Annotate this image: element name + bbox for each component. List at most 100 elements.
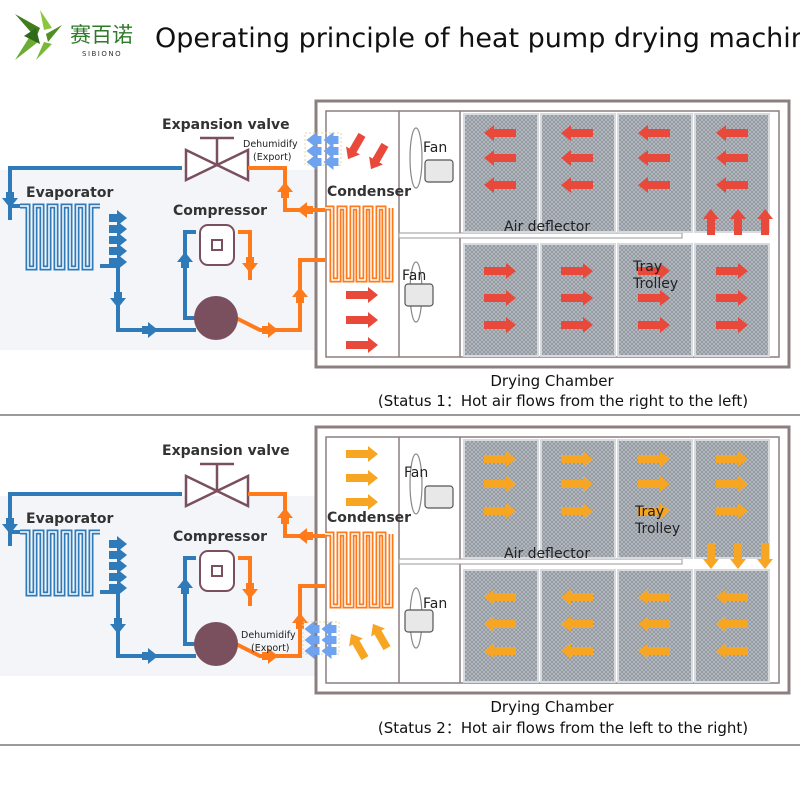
fan-blade-icon [409, 453, 423, 515]
flow-arrow-icon [242, 257, 258, 273]
compressor-pump-icon [194, 296, 238, 340]
cold-air-arrow-icon [109, 243, 127, 259]
airflow-arrow-icon [757, 209, 773, 235]
dehumidify-arrow-icon [306, 143, 322, 159]
circuit-background [0, 170, 318, 350]
airflow-arrow-icon [716, 125, 748, 141]
compressor-icon [199, 224, 235, 266]
airflow-arrow-icon [346, 494, 378, 510]
status-caption: (Status 2：Hot air flows from the left to… [378, 719, 748, 737]
airflow-arrow-icon [484, 643, 516, 659]
dehumidify-arrow-icon [321, 643, 337, 659]
export-label: (Export) [253, 152, 292, 163]
airflow-arrow-icon [561, 317, 593, 333]
expansion-valve-label: Expansion valve [162, 443, 290, 459]
airflow-arrow-icon [484, 290, 516, 306]
cold-air-arrow-icon [109, 569, 127, 585]
flow-arrow-icon [2, 518, 18, 534]
dehumidify-arrow-icon [304, 632, 320, 648]
airflow-arrow-icon [716, 290, 748, 306]
airflow-arrow-icon [703, 209, 719, 235]
compressor-label: Compressor [173, 203, 267, 219]
fan-motor-icon [424, 159, 454, 183]
compressor-icon [199, 550, 235, 592]
logo-text: 赛百诺 [70, 23, 133, 47]
flow-arrow-icon [297, 202, 313, 218]
airflow-arrow-icon [561, 503, 593, 519]
airflow-arrow-icon [561, 177, 593, 193]
tray-label: Tray [632, 259, 662, 275]
flow-arrow-icon [110, 292, 126, 308]
drying-chamber-label: Drying Chamber [490, 698, 614, 716]
dehumidify-arrow-icon [304, 621, 320, 637]
dehumidify-zone [302, 621, 340, 655]
airflow-arrow-icon [638, 616, 670, 632]
cold-air-arrow-icon [109, 547, 127, 563]
airflow-arrow-icon [716, 263, 748, 279]
tray-label: Tray [634, 504, 664, 520]
dehumidify-arrow-icon [323, 143, 339, 159]
dehumidify-arrow-icon [321, 621, 337, 637]
cold-air-arrow-icon [109, 232, 127, 248]
flow-arrow-icon [292, 613, 308, 629]
fan-motor-icon [404, 283, 434, 307]
logo: 赛百诺 SIBIONO [15, 10, 133, 60]
airflow-arrow-icon [638, 290, 670, 306]
expansion-valve-icon [184, 136, 250, 182]
dehumidify-arrow-icon [306, 132, 322, 148]
air-deflector-label: Air deflector [504, 219, 590, 235]
fan-bottom-label: Fan [423, 596, 447, 612]
airflow-arrow-icon [638, 150, 670, 166]
flow-arrow-icon [177, 578, 193, 594]
flow-arrow-icon [2, 192, 18, 208]
evaporator-label: Evaporator [26, 185, 113, 201]
airflow-arrow-icon [716, 616, 748, 632]
airflow-arrow-icon [484, 503, 516, 519]
logo-subtext: SIBIONO [82, 50, 122, 58]
expansion-valve-label: Expansion valve [162, 117, 290, 133]
airflow-arrow-icon [638, 503, 670, 519]
fan-motor-icon [424, 485, 454, 509]
status-2-panel: Expansion valve Evaporator Compressor Co… [0, 425, 791, 737]
compressor-icon-detail [211, 239, 223, 251]
fan-top-label: Fan [423, 140, 447, 156]
condenser-coil-highlight [325, 207, 392, 281]
dehumidify-zone [304, 132, 342, 166]
airflow-arrow-icon [484, 317, 516, 333]
airflow-arrow-icon [638, 317, 670, 333]
flow-arrow-icon [292, 287, 308, 303]
export-label: (Export) [251, 643, 290, 654]
airflow-arrow-icon [346, 337, 378, 353]
flow-arrow-icon [242, 583, 258, 599]
airflow-arrow-icon [716, 589, 748, 605]
airflow-arrow-icon [371, 623, 391, 651]
dehumidify-label: Dehumidify [243, 139, 298, 150]
airflow-arrow-icon [484, 476, 516, 492]
flow-arrow-icon [142, 322, 158, 338]
airflow-arrow-icon [484, 177, 516, 193]
airflow-arrow-icon [703, 543, 719, 569]
evaporator-coil-highlight [20, 205, 100, 269]
airflow-arrow-icon [638, 643, 670, 659]
drying-chamber-label: Drying Chamber [490, 372, 614, 390]
flow-arrow-icon [262, 648, 278, 664]
airflow-arrow-icon [346, 132, 366, 160]
airflow-arrow-icon [638, 177, 670, 193]
cold-air-arrow-icon [109, 210, 127, 226]
airflow-arrow-icon [638, 476, 670, 492]
airflow-arrow-icon [369, 142, 389, 170]
logo-star-icon [15, 10, 62, 60]
flow-arrow-icon [277, 182, 293, 198]
page-title: Operating principle of heat pump drying … [155, 23, 800, 54]
cold-air-arrow-icon [109, 221, 127, 237]
compressor-label: Compressor [173, 529, 267, 545]
airflow-arrow-icon [716, 317, 748, 333]
airflow-arrow-icon [484, 150, 516, 166]
flow-arrow-icon [142, 648, 158, 664]
air-deflector-label: Air deflector [504, 546, 590, 562]
airflow-arrow-icon [561, 125, 593, 141]
airflow-arrow-icon [716, 643, 748, 659]
airflow-arrow-icon [716, 451, 748, 467]
airflow-arrow-icon [561, 451, 593, 467]
dehumidify-arrow-icon [304, 643, 320, 659]
